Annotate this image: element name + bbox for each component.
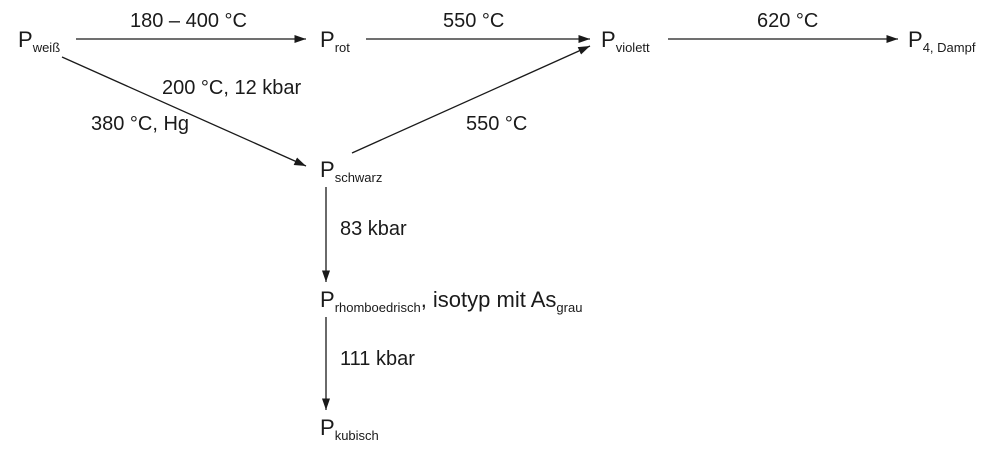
- label-rot-violett: 550 °C: [443, 10, 505, 32]
- label-weiss-schwarz-top: 200 °C, 12 kbar: [162, 77, 302, 99]
- label-violett-dampf: 620 °C: [757, 10, 819, 32]
- node-p-kubisch: Pkubisch: [320, 415, 379, 443]
- label-weiss-schwarz-bottom: 380 °C, Hg: [91, 113, 190, 135]
- node-p-violett: Pviolett: [601, 27, 650, 55]
- arrow-schwarz-to-violett: [351, 45, 591, 154]
- node-p-schwarz: Pschwarz: [320, 157, 383, 185]
- label-schwarz-violett: 550 °C: [466, 113, 528, 135]
- node-p-rot: Prot: [320, 27, 350, 55]
- node-p-weiss: Pweiß: [18, 27, 61, 55]
- arrow-weiss-to-schwarz: [61, 56, 307, 167]
- label-rhombo-kubisch: 111 kbar: [340, 348, 415, 370]
- label-weiss-rot: 180 – 400 °C: [130, 10, 247, 32]
- node-p-dampf: P4, Dampf: [908, 27, 976, 55]
- label-schwarz-rhombo: 83 kbar: [340, 218, 407, 240]
- node-p-rhomboedrisch: Prhomboedrisch, isotyp mit Asgrau: [320, 287, 583, 315]
